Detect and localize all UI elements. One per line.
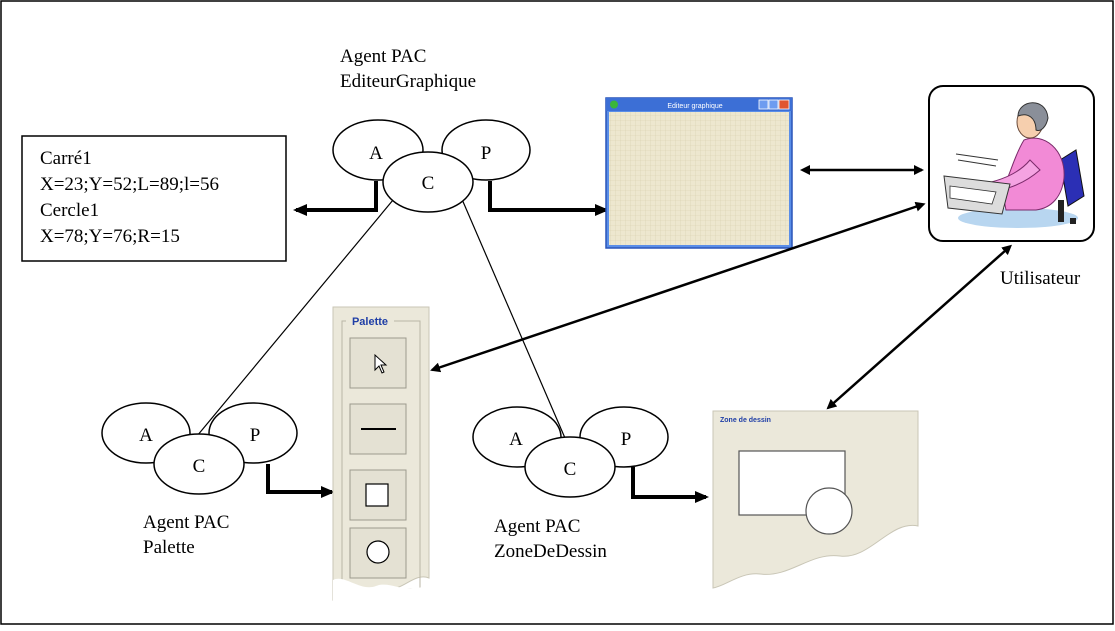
editor-maximize-icon: [768, 99, 779, 110]
agent-main: Agent PAC EditeurGraphique A P C: [332, 46, 531, 213]
agent-main-c-node: [382, 151, 474, 213]
agent-zone-title-1: Agent PAC: [494, 516, 580, 537]
editor-close-icon: [778, 99, 790, 110]
agent-zone: A P C Agent PAC ZoneDeDessin: [472, 406, 669, 562]
arrow-user-palette: [430, 201, 926, 373]
editor-window: Editeur graphique: [605, 97, 793, 249]
agent-palette-c-label: C: [193, 456, 206, 477]
editor-title: Editeur graphique: [667, 103, 722, 110]
arrow-palette-agent-to-panel: [266, 464, 335, 498]
agent-palette-title-2: Palette: [143, 537, 195, 558]
agent-palette-c-node: [153, 433, 245, 495]
link-main-to-palette: [196, 193, 399, 437]
agent-main-a-label: A: [369, 143, 383, 164]
editor-app-icon: [610, 100, 618, 109]
arrow-main-to-abstraction: [293, 181, 378, 216]
user-box: [928, 85, 1095, 242]
arrow-zone-agent-to-panel: [631, 467, 709, 503]
agent-palette-a-label: A: [139, 425, 153, 446]
arrow-user-zone: [826, 244, 1012, 410]
zone-circle-shape: [805, 487, 853, 535]
abstraction-box: Carré1 X=23;Y=52;L=89;l=56 Cercle1 X=78;…: [21, 135, 287, 262]
zone-title: Zone de dessin: [720, 417, 771, 424]
agent-zone-c-node: [524, 436, 616, 498]
square-icon: [365, 483, 389, 507]
user-label: Utilisateur: [1000, 268, 1081, 289]
agent-main-title-2: EditeurGraphique: [340, 71, 476, 92]
editor-minimize-icon: [758, 99, 769, 110]
agent-main-title-1: Agent PAC: [340, 46, 426, 67]
agent-main-p-label: P: [481, 143, 492, 164]
abstraction-line-4: X=78;Y=76;R=15: [40, 226, 180, 247]
agent-zone-title-2: ZoneDeDessin: [494, 541, 607, 562]
palette-torn-edge: [333, 578, 430, 610]
editor-canvas: [609, 112, 789, 245]
agent-palette-title-1: Agent PAC: [143, 512, 229, 533]
agent-palette: A P C Agent PAC Palette: [101, 402, 298, 558]
abstraction-line-1: Carré1: [40, 148, 92, 169]
palette-panel: Palette: [332, 306, 430, 610]
editor-titlebar: [606, 98, 792, 111]
circle-icon: [366, 540, 390, 564]
abstraction-line-2: X=23;Y=52;L=89;l=56: [40, 174, 219, 195]
abstraction-line-3: Cercle1: [40, 200, 99, 221]
pointer-icon: [374, 353, 388, 374]
agent-zone-c-label: C: [564, 459, 577, 480]
palette-title: Palette: [352, 316, 388, 328]
agent-zone-a-label: A: [509, 429, 523, 450]
agent-zone-p-label: P: [621, 429, 632, 450]
user-illustration-icon: [943, 102, 1085, 228]
agent-palette-p-label: P: [250, 425, 261, 446]
zone-panel: Zone de dessin: [712, 410, 919, 589]
agent-main-c-label: C: [422, 173, 435, 194]
